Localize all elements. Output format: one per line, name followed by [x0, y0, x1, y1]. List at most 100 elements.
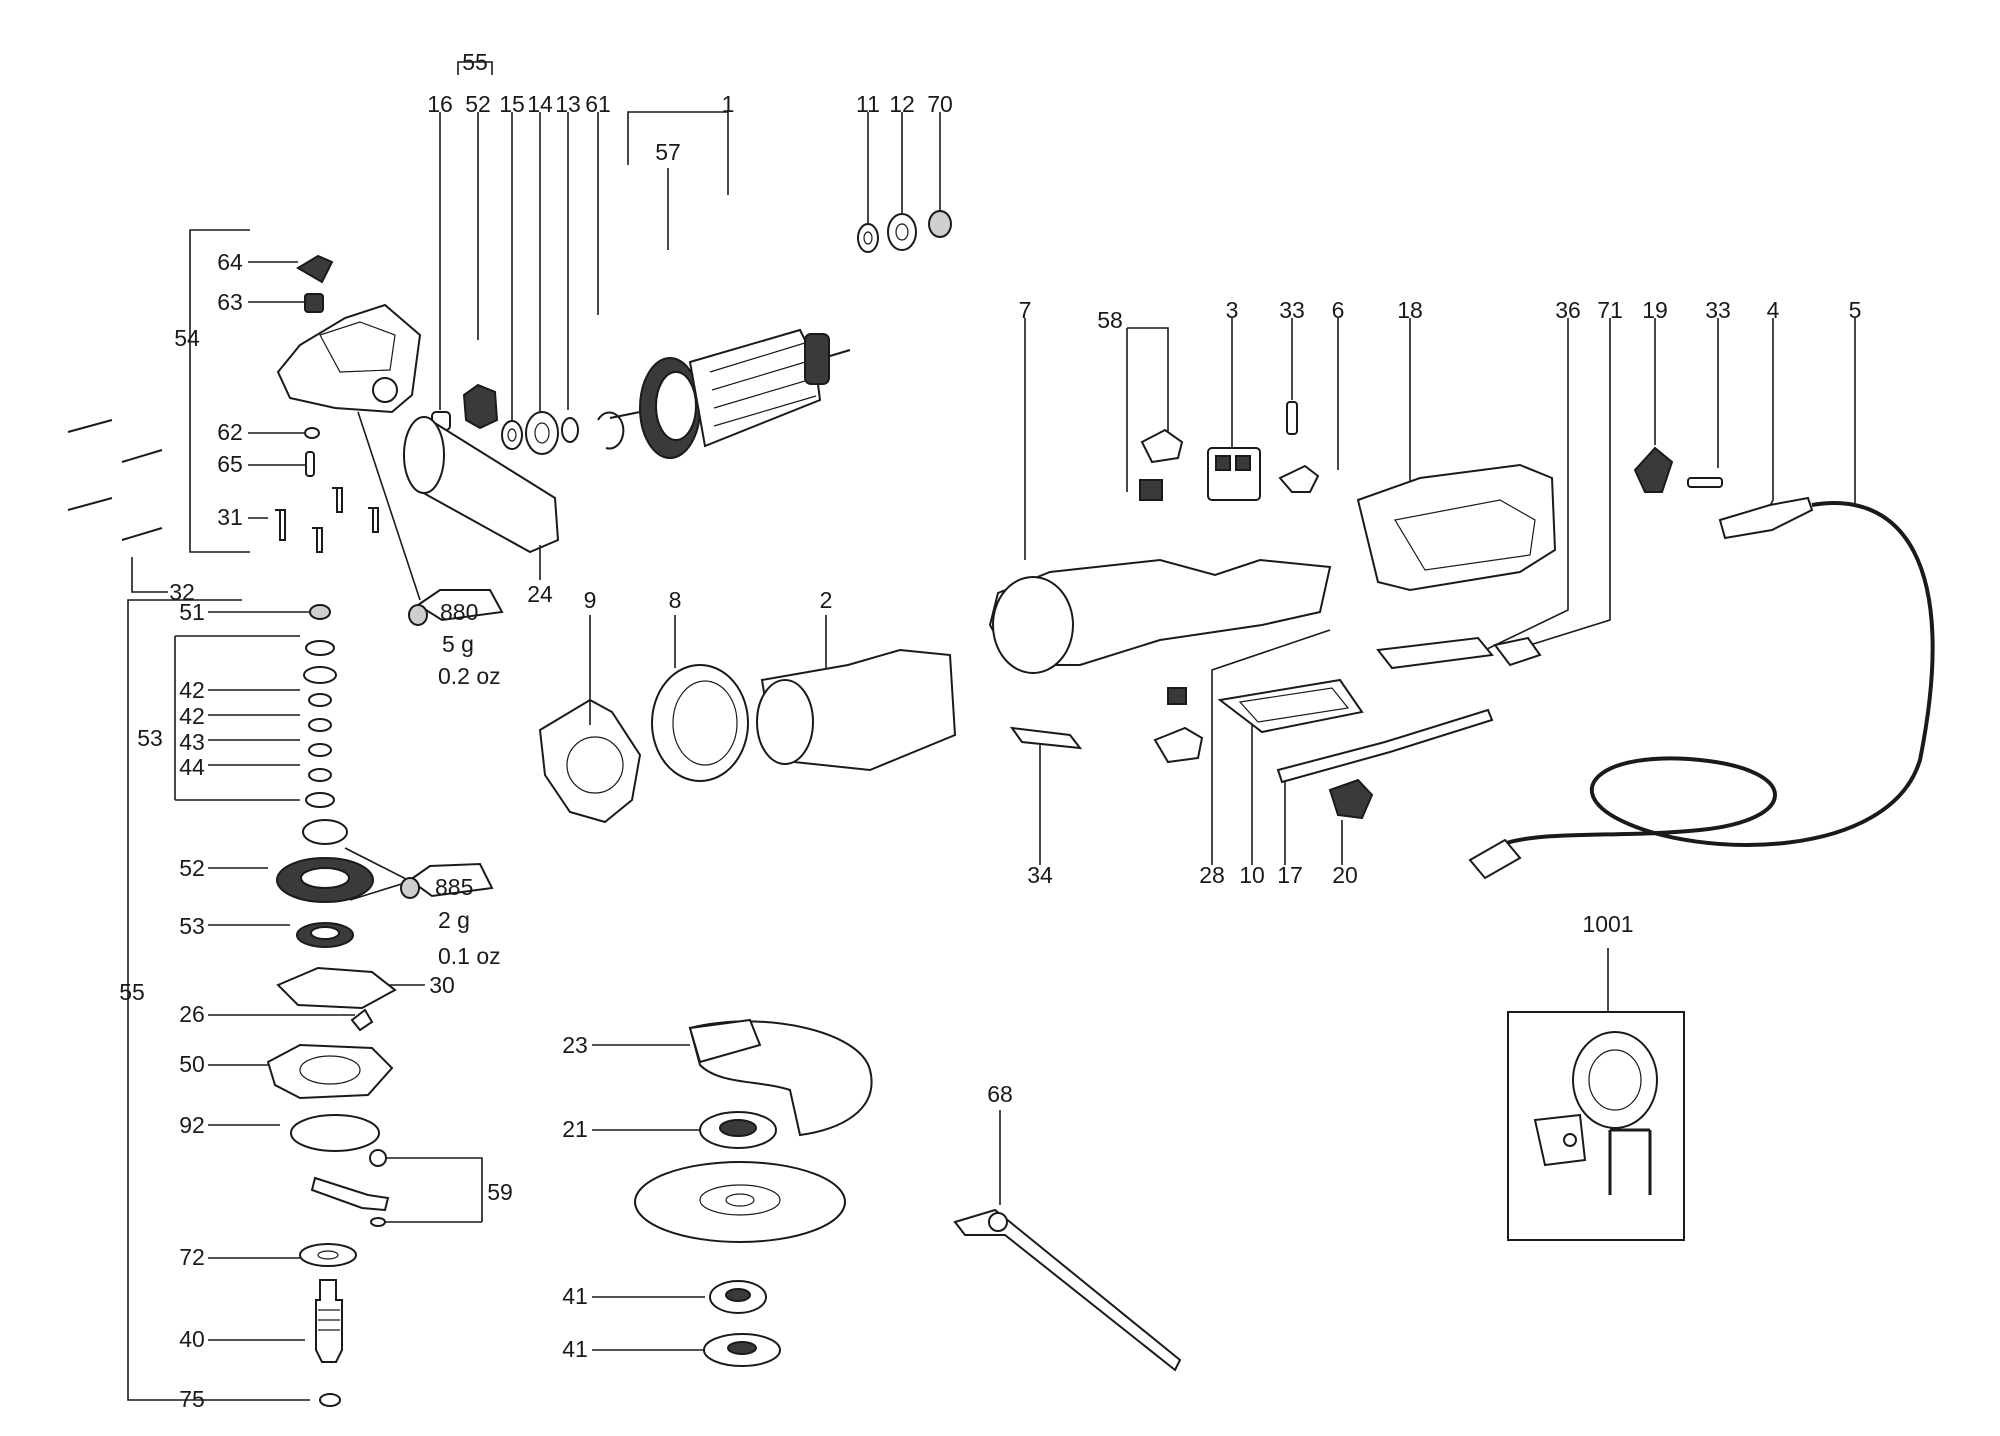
switch-group — [1009, 318, 1611, 865]
callout-55-top: 55 — [462, 49, 488, 75]
screws-32 — [67, 419, 163, 541]
guard-disc-group — [592, 1018, 873, 1367]
bevel-pinion-52 — [462, 383, 499, 430]
bearing-14 — [525, 411, 559, 455]
callout-11: 11 — [856, 91, 880, 117]
o-ring-92 — [290, 1114, 380, 1152]
spanner-68 — [953, 1110, 1182, 1372]
label-34 — [1009, 726, 1083, 750]
callout-30: 30 — [429, 972, 455, 998]
nut-plate — [302, 819, 348, 845]
armature-1 — [609, 328, 851, 459]
callout-8: 8 — [669, 587, 682, 613]
slide-71 — [1493, 636, 1542, 667]
base-10 — [1217, 678, 1364, 734]
callout-51: 51 — [179, 599, 205, 625]
component-28b — [1153, 726, 1204, 764]
gear-head-group — [67, 229, 560, 601]
callout-71: 71 — [1597, 297, 1623, 323]
callout-57: 57 — [655, 139, 681, 165]
callout-23: 23 — [562, 1032, 588, 1058]
component-28a — [1167, 687, 1187, 705]
grinding-disc — [634, 1161, 846, 1243]
callout-72: 72 — [179, 1244, 205, 1270]
grease-2-mass: 2 g — [438, 907, 470, 933]
grease-1-code: 880 — [440, 599, 478, 625]
callout-40: 40 — [179, 1326, 205, 1352]
grease-2-weight: 0.1 oz — [438, 943, 501, 969]
callout-4: 4 — [1767, 297, 1780, 323]
slide-bar-17 — [1276, 708, 1494, 784]
spring-63 — [304, 293, 324, 313]
plug — [1468, 838, 1522, 880]
grease-tube-885 — [400, 862, 494, 899]
washer-11 — [857, 223, 879, 253]
washer-53c — [305, 792, 335, 808]
callout-21: 21 — [562, 1116, 588, 1142]
callout-28: 28 — [1199, 862, 1225, 888]
callout-34: 34 — [1027, 862, 1053, 888]
callout-33-a: 33 — [1279, 297, 1305, 323]
spindle-40 — [315, 1279, 343, 1363]
callout-26: 26 — [179, 1001, 205, 1027]
callout-10: 10 — [1239, 862, 1265, 888]
callout-41-a: 41 — [562, 1283, 588, 1309]
cable-clamp-19 — [1633, 446, 1674, 493]
callout-19: 19 — [1642, 297, 1668, 323]
callout-5: 5 — [1849, 297, 1862, 323]
callout-31: 31 — [217, 504, 243, 530]
callout-17: 17 — [1277, 862, 1303, 888]
callout-42-b: 42 — [179, 703, 205, 729]
callout-53-b: 53 — [179, 913, 205, 939]
gear-housing — [276, 303, 422, 414]
callout-58: 58 — [1097, 307, 1123, 333]
wiring-detail-1001 — [1507, 948, 1685, 1241]
power-cord-group — [1468, 318, 1935, 880]
callout-12: 12 — [889, 91, 915, 117]
cap-64 — [296, 254, 334, 284]
fan-cover-8 — [651, 664, 749, 782]
callout-75: 75 — [179, 1386, 205, 1412]
callout-1: 1 — [722, 91, 735, 117]
callout-44: 44 — [179, 754, 205, 780]
nut-51 — [309, 604, 331, 620]
ring-75 — [319, 1393, 341, 1407]
callout-55-side: 55 — [119, 979, 145, 1005]
callout-32: 32 — [169, 579, 195, 605]
flange-9 — [538, 698, 642, 824]
callout-52-b: 52 — [179, 855, 205, 881]
callout-42-a: 42 — [179, 677, 205, 703]
callout-6: 6 — [1332, 297, 1345, 323]
callout-63: 63 — [217, 289, 243, 315]
top-leaders — [439, 61, 941, 422]
callout-16: 16 — [427, 91, 453, 117]
bearing-12 — [887, 213, 917, 251]
cord-sleeve-4 — [1718, 496, 1814, 540]
shim-44 — [308, 768, 332, 782]
callout-2: 2 — [820, 587, 833, 613]
callout-70: 70 — [927, 91, 953, 117]
callout-50: 50 — [179, 1051, 205, 1077]
clip-26 — [350, 1008, 374, 1032]
label-36 — [1376, 636, 1494, 670]
gasket-30 — [276, 966, 397, 1010]
callout-3: 3 — [1226, 297, 1239, 323]
callout-52-top: 52 — [465, 91, 491, 117]
callout-92: 92 — [179, 1112, 205, 1138]
callout-7: 7 — [1019, 297, 1032, 323]
power-cord-5 — [1499, 501, 1935, 847]
callout-14: 14 — [527, 91, 553, 117]
callout-9: 9 — [584, 587, 597, 613]
callout-24: 24 — [527, 581, 553, 607]
callout-15: 15 — [499, 91, 525, 117]
screw-33a — [1286, 401, 1298, 435]
shim-42b — [308, 718, 332, 732]
bush-70 — [928, 210, 952, 238]
pin-65 — [305, 451, 315, 477]
grease-tube-880 — [408, 589, 504, 626]
washer-53a — [305, 640, 335, 656]
circlip-61 — [597, 411, 625, 450]
bearing-flange-50 — [266, 1043, 394, 1100]
